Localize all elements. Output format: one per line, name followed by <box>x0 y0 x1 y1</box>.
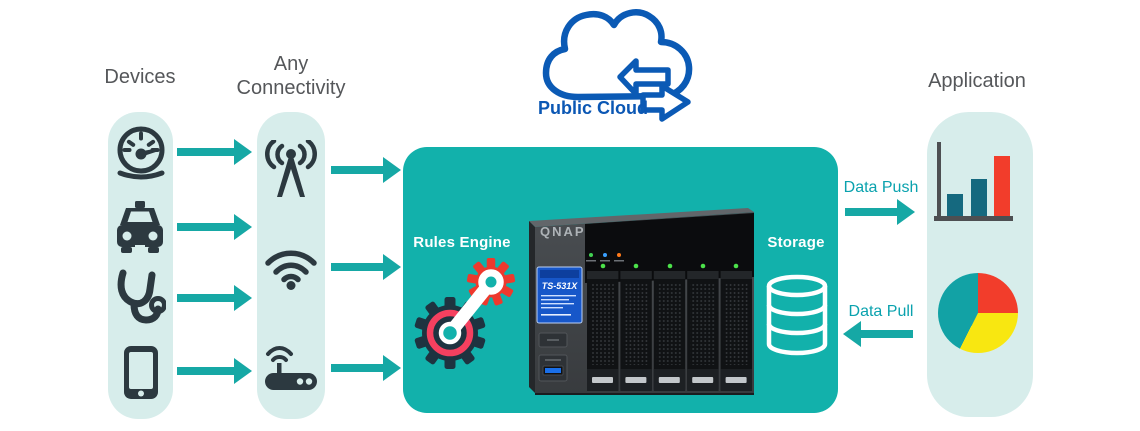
data-push-arrow <box>845 199 915 225</box>
data-pull-arrow <box>843 321 913 347</box>
data-pull-label: Data Pull <box>848 303 914 320</box>
router-icon <box>263 345 319 391</box>
devices-heading: Devices <box>104 66 176 88</box>
storage-label: Storage <box>767 234 825 251</box>
connectivity-heading: Any Connectivity <box>236 53 346 99</box>
cloud-arrow-right <box>640 83 691 122</box>
arrow-connectivity-2 <box>331 254 401 280</box>
nas-brand-logo: QNAP <box>540 224 586 239</box>
rules-engine-label: Rules Engine <box>413 234 511 251</box>
nas-model-label: TS-531X <box>542 281 579 291</box>
drive-bays <box>587 271 752 391</box>
smartphone-icon <box>123 345 159 400</box>
wifi-icon <box>263 246 319 290</box>
application-column <box>927 112 1033 417</box>
nas-model-sticker: TS-531X <box>536 266 583 324</box>
taxi-icon <box>112 201 168 254</box>
nas-tower-icon: QNAP TS-531X <box>527 203 754 397</box>
arrow-devices-2 <box>177 214 252 240</box>
public-cloud-label: Public Cloud <box>538 98 648 118</box>
bar-chart-icon <box>932 138 1016 226</box>
speedometer-icon <box>112 125 170 181</box>
arrow-devices-3 <box>177 285 252 311</box>
gears-icon <box>410 256 525 386</box>
database-icon <box>762 274 832 358</box>
arrow-devices-4 <box>177 358 252 384</box>
arrow-connectivity-3 <box>331 355 401 381</box>
cloud-sync-arrows-icon <box>540 5 700 127</box>
arrow-connectivity-1 <box>331 157 401 183</box>
arrow-devices-1 <box>177 139 252 165</box>
pie-chart-icon <box>938 273 1018 353</box>
stethoscope-icon <box>114 269 166 327</box>
cell-tower-icon <box>263 140 319 202</box>
data-push-label: Data Push <box>843 179 919 196</box>
application-heading: Application <box>928 70 1026 92</box>
cloud-arrow-left <box>617 58 671 97</box>
